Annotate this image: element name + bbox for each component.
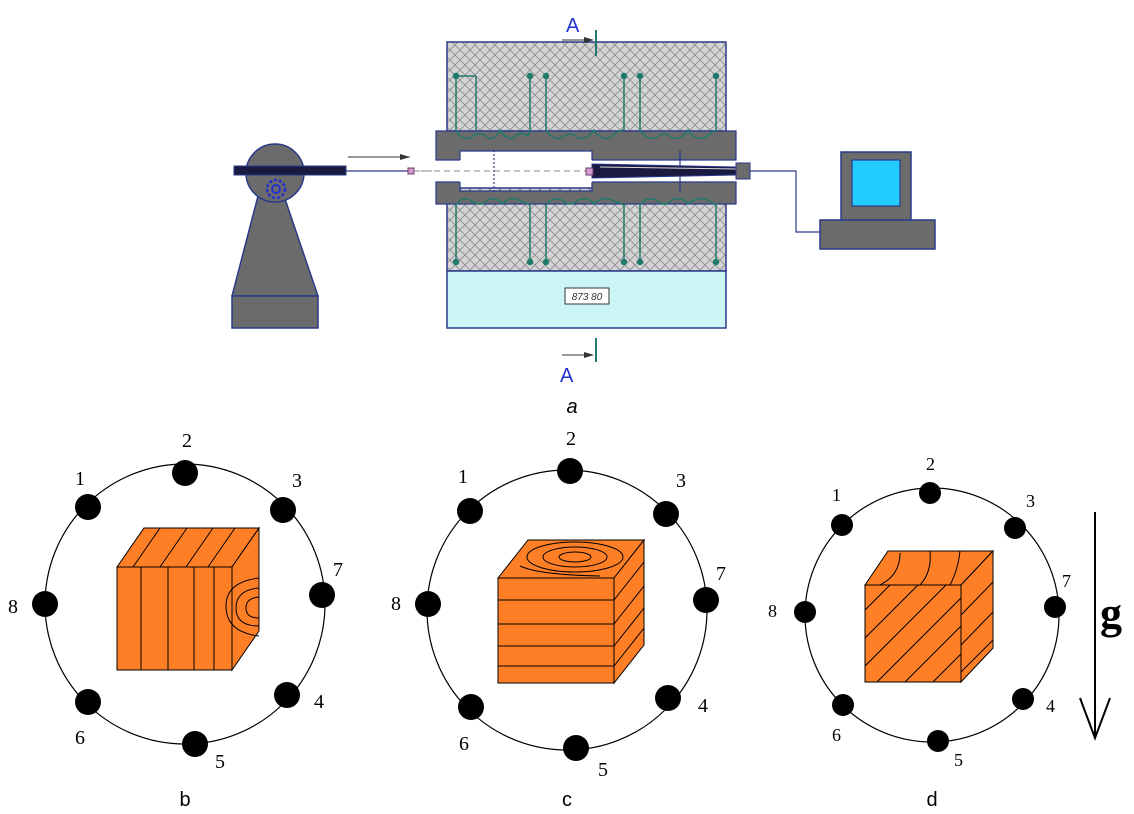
sensor-label-8: 8 xyxy=(8,596,18,618)
sensor-8 xyxy=(415,591,441,617)
heating-coil-top xyxy=(452,72,720,140)
sensor-label-2: 2 xyxy=(182,430,192,452)
sensor-label-7: 7 xyxy=(716,563,726,585)
caption-d: d xyxy=(926,789,937,811)
gear-icon xyxy=(265,178,287,200)
computer xyxy=(750,151,936,250)
sensor-label-8: 8 xyxy=(768,601,777,621)
sensor-5 xyxy=(927,730,949,752)
sensor-label-7: 7 xyxy=(333,559,343,581)
tube-furnace: 873 80 xyxy=(414,41,751,329)
panel-c: 1 2 3 7 8 4 6 5 c xyxy=(391,428,726,811)
sensor-1 xyxy=(831,514,853,536)
heating-coil-bottom xyxy=(452,197,720,266)
sensor-8 xyxy=(32,591,58,617)
control-panel-label: 873 80 xyxy=(572,292,603,303)
sensor-3 xyxy=(270,497,296,523)
sensor-label-1: 1 xyxy=(832,485,841,505)
sensor-label-2: 2 xyxy=(926,454,935,474)
caption-c: c xyxy=(562,789,572,811)
gravity-label: g xyxy=(1100,589,1122,638)
sensor-4 xyxy=(1012,688,1034,710)
sensor-7 xyxy=(693,587,719,613)
sensor-6 xyxy=(458,694,484,720)
sensor-label-6: 6 xyxy=(75,727,85,749)
feeder-mechanism xyxy=(231,143,347,329)
section-mark-top: A xyxy=(562,15,597,56)
sensor-8 xyxy=(794,601,816,623)
sensor-label-3: 3 xyxy=(1026,491,1035,511)
sensor-7 xyxy=(309,582,335,608)
sensor-label-3: 3 xyxy=(676,470,686,492)
sensor-label-6: 6 xyxy=(459,733,469,755)
sensor-2 xyxy=(919,482,941,504)
sensor-label-6: 6 xyxy=(832,725,841,745)
sensor-3 xyxy=(653,501,679,527)
sensor-label-1: 1 xyxy=(458,466,468,488)
sensor-label-3: 3 xyxy=(292,470,302,492)
sensor-label-5: 5 xyxy=(954,750,963,770)
sensor-7 xyxy=(1044,596,1066,618)
sample-cube-d xyxy=(864,549,995,684)
section-label-bottom: A xyxy=(560,365,574,387)
sensor-2 xyxy=(557,458,583,484)
caption-a: a xyxy=(566,396,577,418)
sensor-label-4: 4 xyxy=(1046,696,1055,716)
sensor-label-4: 4 xyxy=(314,691,324,713)
panel-d: 1 2 3 7 8 4 6 5 d xyxy=(768,454,1071,811)
sensor-label-7: 7 xyxy=(1062,571,1071,591)
sensor-label-5: 5 xyxy=(215,751,225,773)
sensor-6 xyxy=(75,689,101,715)
sensor-6 xyxy=(832,694,854,716)
sensor-label-5: 5 xyxy=(598,759,608,781)
control-panel-label-box xyxy=(564,287,610,305)
sensor-4 xyxy=(655,685,681,711)
sensor-label-8: 8 xyxy=(391,593,401,615)
sensor-3 xyxy=(1004,517,1026,539)
sensor-label-2: 2 xyxy=(566,428,576,450)
sensor-5 xyxy=(182,731,208,757)
sensor-1 xyxy=(457,498,483,524)
panel-b: 1 2 3 7 8 4 6 5 b xyxy=(8,430,343,811)
sensor-2 xyxy=(172,460,198,486)
sensor-4 xyxy=(274,682,300,708)
sensor-label-4: 4 xyxy=(698,695,708,717)
section-mark-bottom: A xyxy=(560,338,597,387)
sensor-5 xyxy=(563,735,589,761)
caption-b: b xyxy=(179,789,190,811)
section-label-top: A xyxy=(566,15,580,37)
sensor-label-1: 1 xyxy=(75,468,85,490)
monitor-screen xyxy=(851,159,901,207)
gravity-arrow: g xyxy=(1079,512,1122,741)
sample-cube-c xyxy=(496,538,646,685)
sample-cube-b xyxy=(116,526,260,672)
sensor-1 xyxy=(75,494,101,520)
